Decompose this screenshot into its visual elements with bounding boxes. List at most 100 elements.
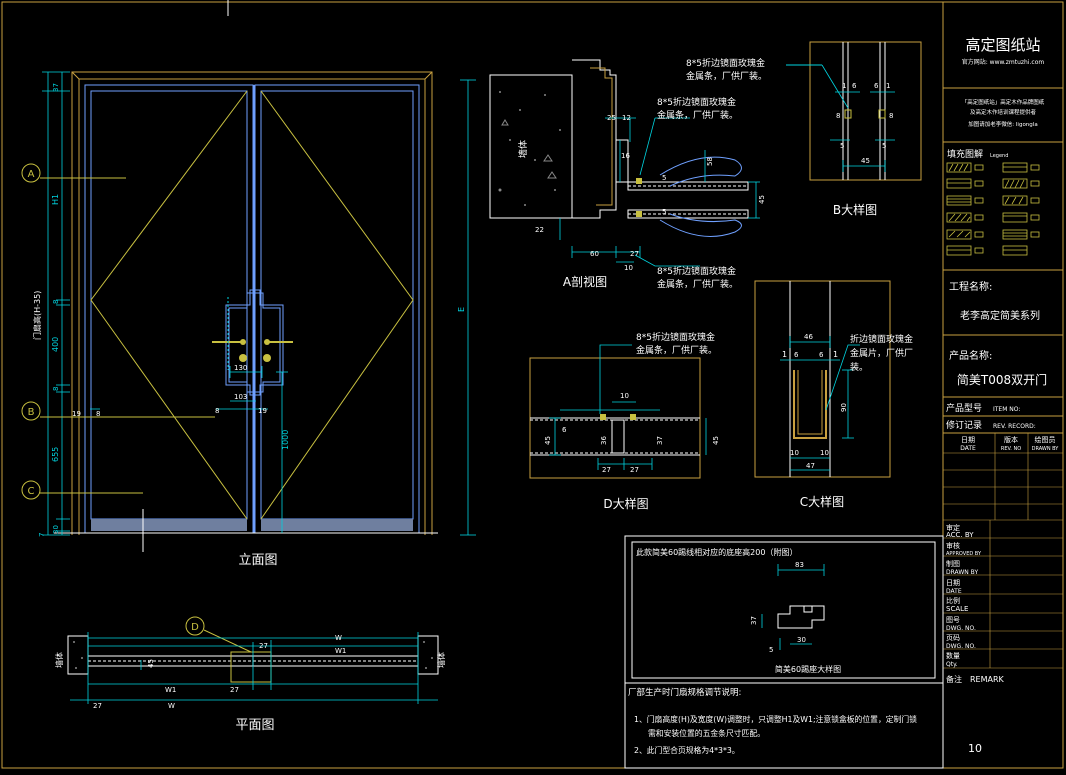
base-profile — [777, 605, 825, 629]
detail-d-dim-6: 6 — [562, 426, 567, 434]
legend-title: 填充图解 — [947, 148, 983, 160]
qty-label: 数量 — [946, 651, 960, 660]
detail-c-dim-10b: 10 — [820, 449, 829, 457]
marker-d — [185, 616, 205, 636]
rev-en: REV. RECORD: — [993, 423, 1036, 430]
dim-19b: 19 — [258, 407, 267, 415]
detail-c-dim-90: 90 — [840, 403, 848, 412]
detail-d-dim-27b: 27 — [630, 466, 639, 474]
section-a-callout-top2: 金属条，厂供厂装。 — [686, 70, 767, 82]
rev-date-en: DATE — [960, 445, 976, 452]
base-dim-37: 37 — [750, 616, 758, 625]
section-a-dims — [559, 117, 760, 263]
detail-d-title: D大样图 — [603, 496, 648, 511]
section-a-dim-5a: 5 — [662, 174, 666, 182]
approved-en: APPROVED BY — [946, 551, 982, 557]
detail-d-callout2: 金属条，厂供厂装。 — [636, 344, 717, 356]
detail-c-dim-10a: 10 — [790, 449, 799, 457]
section-a-dim-16: 16 — [621, 152, 630, 160]
rev-ver-en: REV. NO — [1001, 446, 1021, 452]
dim-8b: 8 — [52, 387, 60, 391]
marker-a — [21, 163, 41, 183]
detail-b-dim-1b: 1 — [886, 82, 890, 90]
kick-plate-left — [91, 519, 247, 531]
dim-1000: 1000 — [281, 430, 290, 450]
section-a-callout-mid2: 金属条，厂供厂装。 — [657, 109, 738, 121]
plan-dim-w: W — [335, 634, 342, 642]
notice-line3: 加图请加老李微信: ligongla — [968, 120, 1037, 128]
page-number: 10 — [968, 742, 982, 755]
dim-7: 7 — [38, 533, 46, 537]
dim-37: 37 — [52, 83, 60, 92]
detail-c-dim-47: 47 — [806, 462, 815, 470]
dwgno2-label: 页码 — [946, 634, 960, 642]
section-a-title: A剖视图 — [563, 274, 607, 289]
marker-d-label: D — [191, 622, 199, 633]
notice-line1: 「高定图纸站」高定木作品牌图纸 — [962, 98, 1045, 106]
section-a-dim-27: 27 — [630, 250, 639, 258]
title-block: 高定图纸站 官方网站: www.zmtuzhi.com 「高定图纸站」高定木作品… — [942, 1, 1064, 769]
plan-wall-right: 墙体 — [436, 652, 446, 668]
detail-d-dim-27a: 27 — [602, 466, 611, 474]
plan-view: 墙体 墙体 D W W1 27 27 27 W1 W 45 平面图 — [54, 616, 446, 733]
detail-b-dims — [821, 64, 895, 172]
elevation-view: 37 H1 8 400 8 655 30 7 门扇高(H-35) E 1000 … — [21, 71, 476, 568]
detail-c-view: 46 1 6 6 1 90 10 10 47 折边镜面玫瑰金 金属片，厂供厂 装… — [754, 280, 913, 509]
dim-655: 655 — [51, 447, 60, 462]
section-a-leaders — [634, 117, 700, 267]
notice-line2: 及高定木作培训课程提供者 — [970, 108, 1037, 116]
plan-dim-27c: 27 — [93, 702, 102, 710]
dim-h1: H1 — [51, 194, 60, 205]
signoff-grid — [943, 520, 1063, 669]
detail-c-title: C大样图 — [800, 494, 844, 509]
qty-en: Qty. — [946, 661, 958, 668]
drawn-label: 制图 — [946, 559, 960, 568]
dim-30: 30 — [52, 525, 60, 534]
section-a-callout-top: 8*5折边镜面玫瑰金 — [686, 57, 765, 69]
notes-area: 此款简美60踢线相对应的底座高200（附图） 83 37 30 5 简美60踢座… — [624, 535, 944, 769]
plan-dim-27b: 27 — [230, 686, 239, 694]
detail-d-dim-37: 37 — [656, 436, 664, 445]
detail-c-callout3: 装。 — [850, 361, 868, 373]
plan-dim-w1: W1 — [335, 647, 346, 655]
detail-b-dim-6b: 6 — [874, 82, 879, 90]
section-a-dim-25: 25 — [607, 114, 616, 122]
product-name: 简美T008双开门 — [957, 372, 1047, 387]
section-a-callout-bot: 8*5折边镜面玫瑰金 — [657, 265, 736, 277]
product-label: 产品名称: — [949, 349, 992, 362]
acc-label: 审定 — [946, 523, 960, 532]
dim-130: 130 — [234, 364, 247, 372]
notes-heading: 厂部生产时门扇规格调节说明: — [628, 687, 741, 698]
dim-8d: 8 — [215, 407, 219, 415]
item-no-en: ITEM NO: — [993, 406, 1020, 413]
marker-c-label: C — [28, 486, 35, 497]
detail-c-callout: 折边镜面玫瑰金 — [850, 333, 913, 345]
rev-date: 日期 — [961, 436, 975, 444]
remark-en: REMARK — [970, 675, 1005, 684]
brand-website: 官方网站: www.zmtuzhi.com — [962, 58, 1045, 66]
date-en: DATE — [946, 588, 962, 595]
notes-line1b: 需和安装位置的五金条尺寸匹配。 — [648, 728, 765, 738]
rev-ver: 版本 — [1004, 435, 1018, 444]
detail-b-dim-1a: 1 — [842, 82, 846, 90]
base-note: 此款简美60踢线相对应的底座高200（附图） — [636, 547, 797, 557]
section-a-wall-label: 墙体 — [517, 140, 529, 158]
detail-b-dim-5b: 5 — [882, 142, 886, 150]
detail-d-dim-36: 36 — [600, 436, 608, 445]
kick-plate-right — [261, 519, 413, 531]
section-a-dim-60: 60 — [590, 250, 599, 258]
project-name: 老李高定简美系列 — [960, 309, 1040, 322]
detail-b-dim-5a: 5 — [840, 142, 844, 150]
legend-en: Legend — [990, 153, 1008, 159]
dim-8c: 8 — [96, 410, 100, 418]
detail-d-dims — [549, 344, 707, 470]
plan-dim-45: 45 — [147, 659, 155, 668]
dim-400: 400 — [51, 337, 60, 352]
plan-dims — [70, 632, 438, 704]
project-label: 工程名称: — [949, 280, 992, 293]
section-a-dim-10: 10 — [624, 264, 633, 272]
detail-c-dim-6b: 6 — [819, 351, 824, 359]
